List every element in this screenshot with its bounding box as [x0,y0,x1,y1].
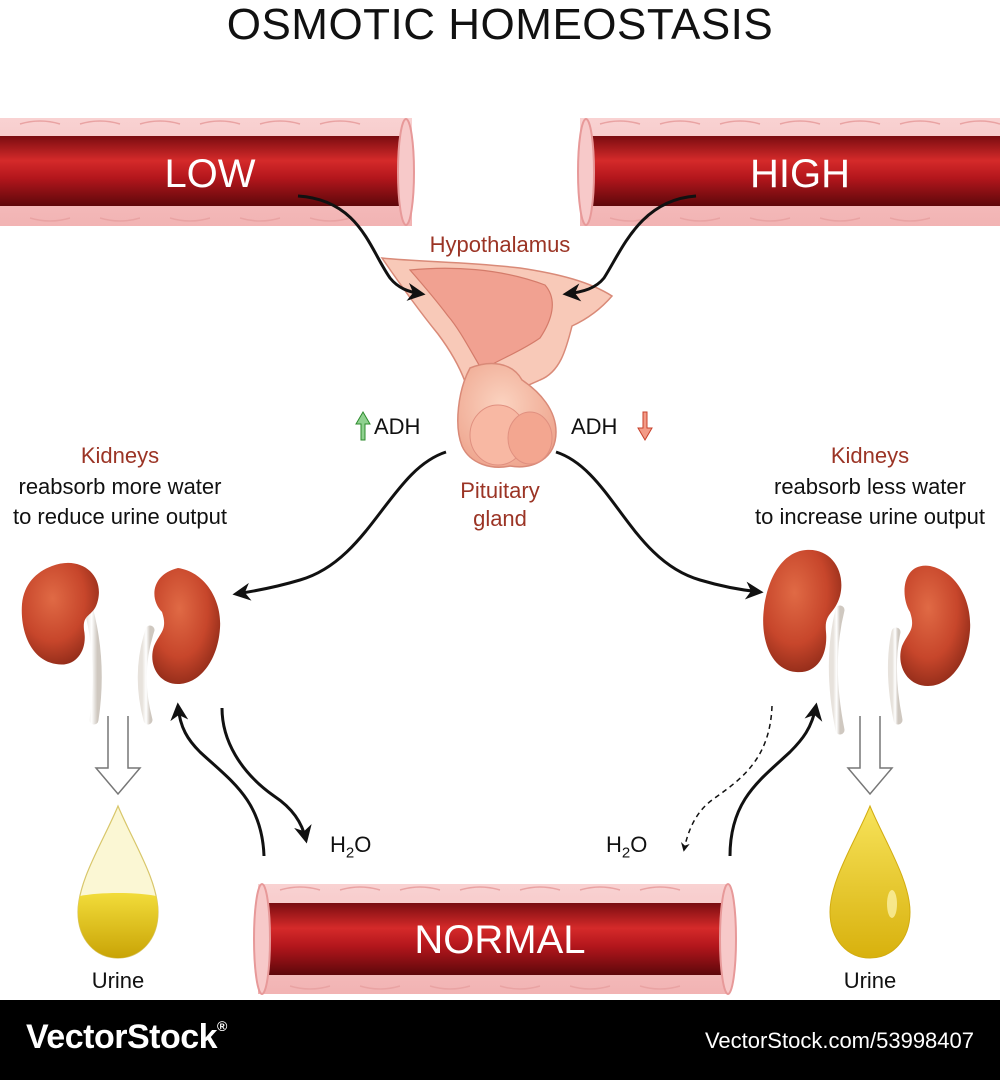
vessel-high [577,118,1000,226]
urine-drop-right-icon [829,804,911,959]
urine-right-label: Urine [843,968,897,993]
brand-logo[interactable]: VectorStock® [26,1018,227,1056]
kidneys-left-line2: to reduce urine output [12,504,228,529]
kidneys-right-title: Kidneys [830,443,910,468]
hypothalamus-pituitary-illustration [380,257,614,468]
kidneys-right-line1: reabsorb less water [774,474,966,499]
vessel-high-label: HIGH [750,152,850,196]
flow-arrows [170,194,823,857]
vessel-low [0,118,415,226]
kidneys-left-line1: reabsorb more water [18,474,222,499]
vessel-normal [253,883,737,995]
page-title: OSMOTIC HOMEOSTASIS [226,0,774,49]
pituitary-label-line2: gland [473,506,527,531]
arrow-right-kidneys-water-dashed [681,705,773,852]
arrow-high-to-hypothalamus [562,194,697,302]
arrow-low-to-hypothalamus [297,194,426,301]
arrow-adh-to-right-kidneys [555,450,764,600]
adh-left-label: ADH [374,414,421,439]
kidneys-left-title: Kidneys [80,443,160,468]
kidneys-left-illustration [21,562,221,725]
adh-up-arrow-icon [355,411,371,441]
arrow-normal-to-left-kidneys [170,702,266,857]
kidneys-right-illustration [763,549,971,735]
water-left-label: H2O [330,832,372,862]
urine-flow-left-icon [94,716,142,796]
water-right-label: H2O [606,832,648,862]
arrow-normal-to-right-kidneys [728,702,823,857]
urine-left-label: Urine [91,968,145,993]
adh-down-arrow-icon [637,411,653,441]
arrow-left-kidneys-water [220,707,312,844]
footer-bar: VectorStock® VectorStock.com/53998407 [0,1000,1000,1080]
image-id-text: VectorStock.com/53998407 [704,1028,974,1053]
urine-drop-left-icon [77,804,159,959]
hypothalamus-label: Hypothalamus [429,232,571,257]
kidneys-right-line2: to increase urine output [755,504,985,529]
adh-right-label: ADH [571,414,618,439]
vessel-normal-label: NORMAL [414,918,586,962]
urine-flow-right-icon [846,716,894,796]
pituitary-label-line1: Pituitary [460,478,540,503]
arrow-adh-to-left-kidneys [232,450,447,601]
vessel-low-label: LOW [164,152,256,196]
